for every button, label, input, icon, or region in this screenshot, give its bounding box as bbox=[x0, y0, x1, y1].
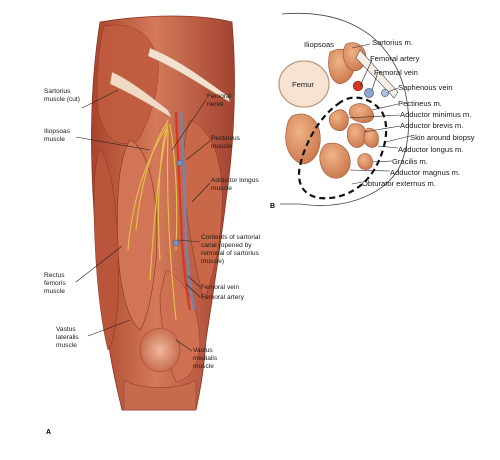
label-adductor-longus-muscle: Adductor longus muscle bbox=[211, 177, 261, 192]
vessel-cut-end bbox=[176, 159, 184, 167]
adductor-brevis-section bbox=[346, 123, 367, 148]
gracilis-section bbox=[357, 153, 373, 170]
label-femoral-vein-a: Femoral vein bbox=[201, 284, 239, 291]
panel-b-letter: B bbox=[270, 203, 275, 210]
sartorius-cut bbox=[109, 71, 173, 119]
label-pectineus-muscle: Pectineus muscle bbox=[211, 135, 242, 150]
femoral-vein-section bbox=[364, 88, 374, 98]
vessel-cut-end bbox=[172, 239, 180, 247]
label-femoral-artery-b: Femoral artery bbox=[370, 54, 420, 63]
label-adductor-longus-b: Adductor longus m. bbox=[398, 145, 463, 154]
femoral-artery-section bbox=[352, 80, 364, 92]
panel-b-leader-lines bbox=[347, 43, 411, 185]
label-sartorial-canal: Contents of sartorial canal (opened by r… bbox=[201, 234, 262, 265]
adductor-minimus-section bbox=[328, 109, 349, 132]
label-femoral-vein-b: Femoral vein bbox=[374, 68, 418, 77]
femur-bone bbox=[278, 60, 330, 108]
femoral-artery-vessel bbox=[174, 111, 192, 311]
adductor-longus-section bbox=[363, 127, 379, 148]
label-adductor-magnus: Adductor magnus m. bbox=[390, 168, 460, 177]
saphenous-vein-section bbox=[381, 89, 389, 97]
label-femoral-artery-a: Femoral artery bbox=[201, 294, 245, 301]
pectineus-section bbox=[348, 103, 375, 123]
panel-a-illustration bbox=[91, 15, 235, 411]
label-vastus-medialis: Vastus medialis muscle bbox=[193, 347, 219, 370]
label-pectineus-b: Pectineus m. bbox=[398, 99, 442, 108]
adductor-magnus-section bbox=[319, 142, 351, 179]
panel-b-cross-section: Femur bbox=[278, 12, 410, 206]
label-adductor-minimus: Adductor minimus m. bbox=[400, 110, 471, 119]
label-femoral-nerve: Femoral nerve bbox=[207, 93, 233, 108]
label-sartorius-b: Sartorius m. bbox=[372, 38, 413, 47]
obturator-externus-section bbox=[285, 113, 321, 165]
thigh-section-outline bbox=[281, 12, 410, 206]
label-gracilis: Gracilis m. bbox=[392, 157, 428, 166]
panel-a-labels: Sartorius muscle (cut) Iliopsoas muscle … bbox=[44, 88, 262, 436]
label-iliopsoas-muscle: Iliopsoas muscle bbox=[44, 128, 72, 143]
label-obturator-externus: Obturator externus m. bbox=[362, 179, 436, 188]
lower-leg bbox=[123, 379, 197, 411]
label-sartorius-cut: Sartorius muscle (cut) bbox=[44, 88, 80, 103]
label-skin-biopsy: Skin around biopsy bbox=[410, 133, 475, 142]
label-rectus-femoris: Rectus femoris muscle bbox=[44, 272, 67, 295]
femoral-nerve-branches bbox=[127, 119, 178, 321]
panel-a-leader-lines bbox=[75, 89, 211, 352]
label-vastus-lateralis: Vastus lateralis muscle bbox=[56, 326, 81, 349]
panel-a-letter: A bbox=[46, 429, 51, 436]
label-iliopsoas-b: Iliopsoas bbox=[304, 40, 334, 49]
incision-flap bbox=[355, 49, 399, 99]
inguinal-ligament bbox=[147, 47, 231, 103]
label-femur: Femur bbox=[292, 80, 314, 89]
patella bbox=[139, 327, 181, 373]
label-adductor-brevis: Adductor brevis m. bbox=[400, 121, 463, 130]
panel-b-labels: Iliopsoas Sartorius m. Femoral artery Fe… bbox=[270, 38, 475, 210]
label-saphenous-vein: Saphenous vein bbox=[398, 83, 452, 92]
rectus-femoris-muscle bbox=[117, 139, 158, 331]
vastus-lateralis-muscle bbox=[93, 149, 119, 351]
sartorius-section bbox=[342, 42, 367, 71]
